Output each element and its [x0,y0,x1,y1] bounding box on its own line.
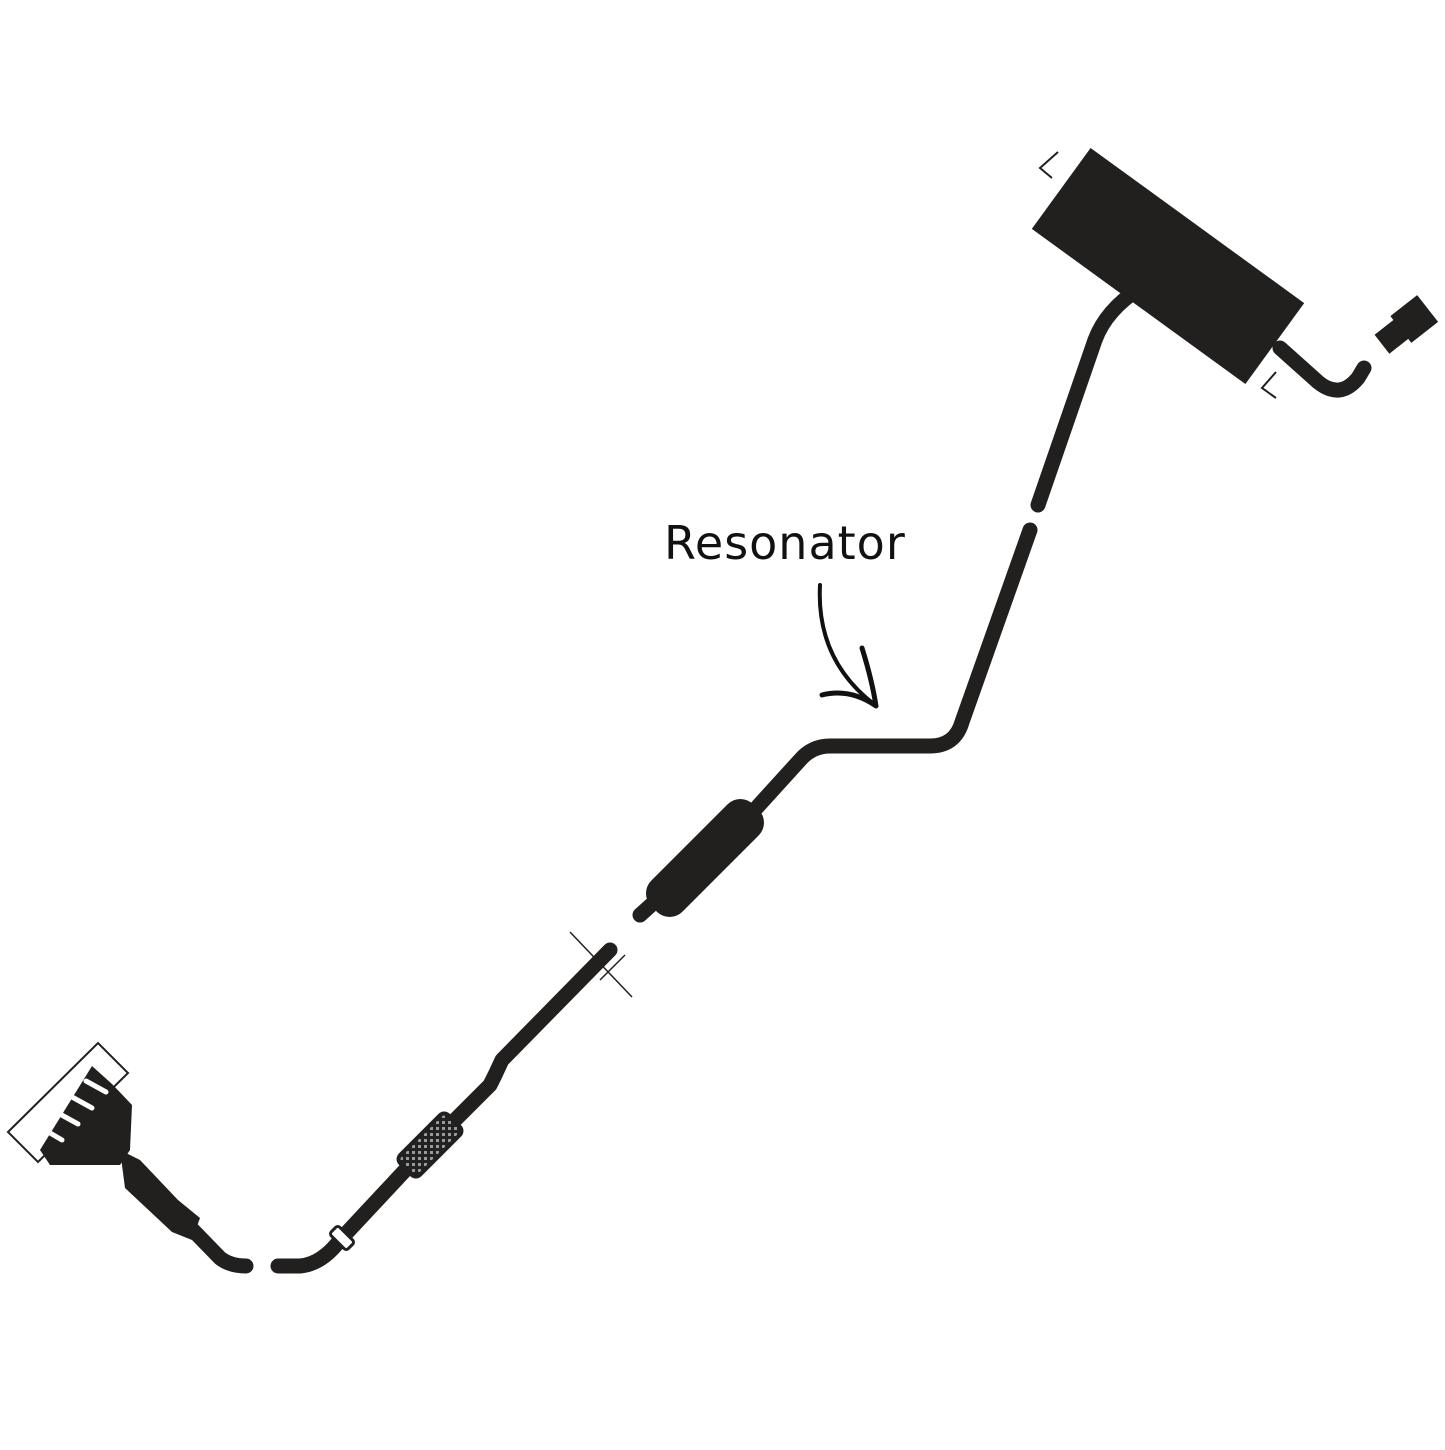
muffler-hanger-top [1038,151,1059,179]
tailpipe [1374,295,1439,354]
flex-pipe [396,1111,464,1179]
callout-arrow [817,583,879,709]
exhaust-manifold [6,1041,200,1240]
front-pipe-section-1 [177,1214,254,1274]
resonator [645,798,765,918]
muffler-hanger-bottom [1260,371,1277,399]
resonator-label: Resonator [664,516,906,570]
muffler-inlet-pipe [1030,280,1148,513]
tailpipe-section [1272,340,1372,398]
resonator-outlet-pipe [742,522,1038,823]
exhaust-pipe [177,280,1372,1274]
callout-arrow-shaft [817,583,877,707]
manifold-runners [42,1078,109,1143]
callout-arrowhead [819,645,879,709]
muffler [1031,147,1305,399]
mid-pipe-section-1 [442,942,618,1133]
pipe-clamp [329,1225,355,1251]
front-pipe-section-2 [270,1157,418,1274]
hanger-marker [569,931,633,998]
